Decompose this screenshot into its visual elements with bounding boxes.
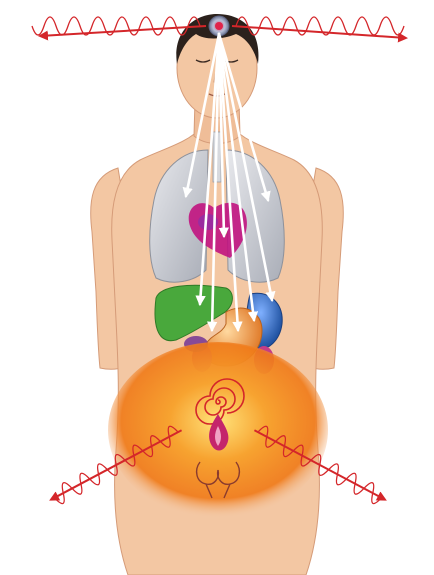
- wave-arrow-icon: [232, 17, 406, 38]
- wave-arrow-icon: [32, 17, 206, 36]
